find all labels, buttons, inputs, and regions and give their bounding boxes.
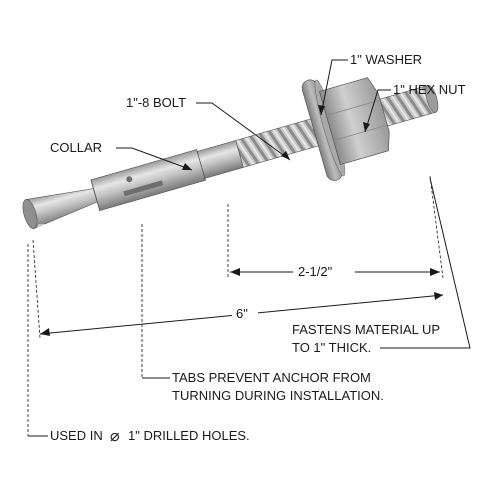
dim-overall-text: 6" (236, 306, 248, 321)
label-fastens-line1: FASTENS MATERIAL UP (292, 322, 440, 337)
shank (196, 140, 244, 179)
label-tabs-line1: TABS PREVENT ANCHOR FROM (172, 370, 371, 385)
collar (90, 149, 206, 212)
bolt-end (425, 84, 439, 113)
watermark: Allied Bolt Products LLC (30, 219, 436, 254)
label-tabs-line2: TURNING DURING INSTALLATION. (172, 388, 384, 403)
leader-fastens (380, 177, 471, 349)
label-drilled-prefix: USED IN (50, 428, 103, 443)
hex-nut (319, 77, 390, 165)
dim-thread-text: 2-1/2" (298, 264, 333, 279)
tip-face (22, 199, 38, 229)
label-collar: COLLAR (50, 140, 102, 155)
leader-hex-nut (364, 89, 391, 133)
label-hex-nut: 1" HEX NUT (393, 82, 466, 97)
anchor-body (22, 77, 439, 229)
ext-overall-start (32, 239, 41, 339)
diameter-symbol: ⌀ (110, 428, 120, 445)
ext-thread-end (429, 175, 444, 279)
label-drilled-suffix: 1" DRILLED HOLES. (128, 428, 250, 443)
collar-dimple (126, 176, 133, 183)
leader-collar (116, 147, 193, 171)
label-fastens-line2: TO 1" THICK. (292, 340, 371, 355)
leader-washer (320, 59, 348, 116)
label-washer: 1" WASHER (350, 52, 422, 67)
leader-bolt (196, 102, 291, 161)
collar-tab (123, 180, 164, 197)
label-bolt: 1"-8 BOLT (126, 95, 186, 110)
